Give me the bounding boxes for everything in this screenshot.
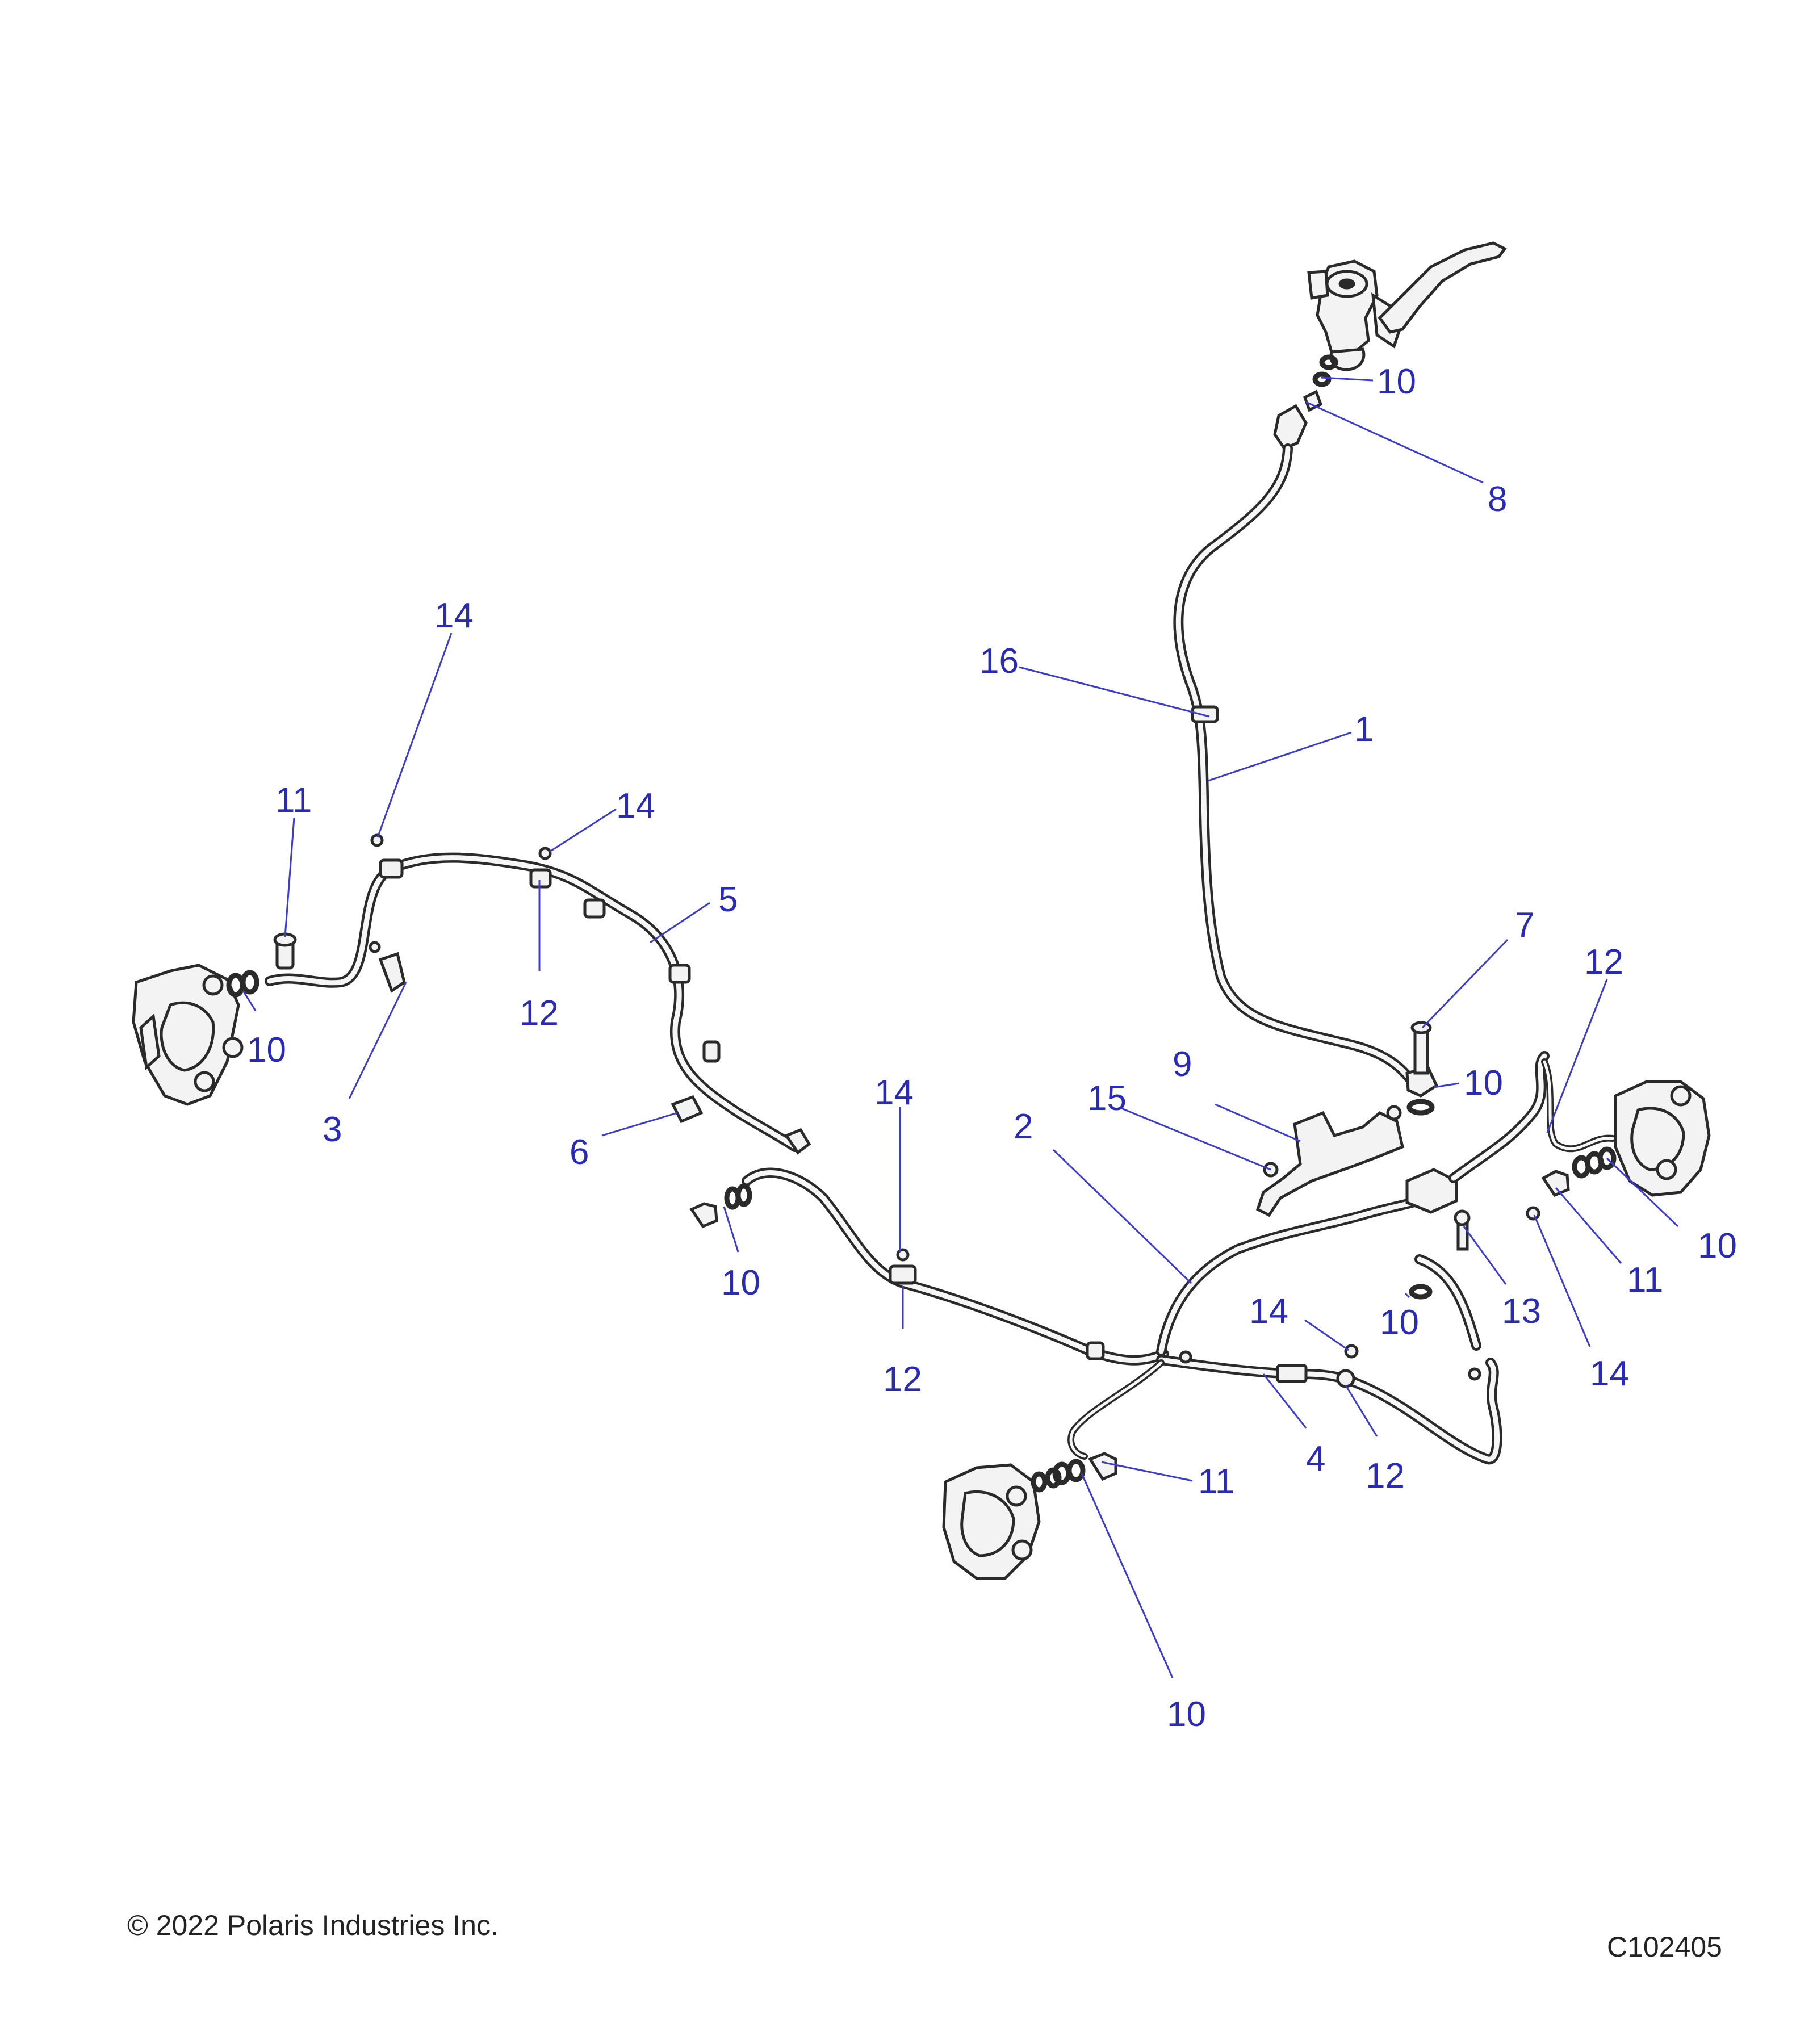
brake-lever — [1378, 241, 1507, 334]
callout-labels: 1 2 3 4 5 6 7 8 9 10 10 10 10 10 10 10 1… — [247, 362, 1737, 1734]
callout-12-center: 12 — [883, 1360, 922, 1399]
line-front-lower — [1067, 1359, 1165, 1460]
callout-10-bottom: 10 — [1167, 1695, 1206, 1734]
washers-center — [689, 1183, 752, 1229]
callout-12-lower: 12 — [1366, 1456, 1405, 1496]
brake-line-4 — [1156, 1355, 1502, 1465]
bracket-9 — [1255, 1111, 1404, 1217]
banjo-bolt-top — [1273, 389, 1323, 451]
clip-3 — [369, 941, 406, 993]
callout-10-rear: 10 — [1380, 1303, 1419, 1342]
callout-8: 8 — [1488, 480, 1507, 519]
screw-14-right — [1344, 1206, 1540, 1381]
figure-id: C102405 — [1607, 1931, 1722, 1963]
callout-11-left: 11 — [275, 781, 312, 820]
callout-15: 15 — [1087, 1079, 1127, 1118]
copyright-notice: © 2022 Polaris Industries Inc. — [127, 1909, 499, 1941]
callout-2: 2 — [1014, 1107, 1033, 1146]
washers-right — [1541, 1146, 1617, 1197]
callout-10-center: 10 — [721, 1263, 760, 1302]
callout-14-right: 14 — [1590, 1354, 1629, 1393]
callout-10-right: 10 — [1698, 1226, 1737, 1266]
clip-6 — [671, 1095, 704, 1124]
callout-14-rear: 14 — [1249, 1292, 1288, 1331]
callout-5: 5 — [718, 880, 738, 919]
caliper-right — [1614, 1080, 1711, 1197]
callout-10-left: 10 — [247, 1031, 286, 1070]
banjo-bolt-left — [273, 932, 297, 970]
brake-line-2 — [1156, 1193, 1430, 1356]
hose-13-rear — [1409, 1209, 1481, 1351]
callout-1: 1 — [1354, 710, 1374, 749]
washers-left — [226, 970, 259, 998]
callout-14-top-left: 14 — [434, 596, 474, 635]
caliper-front-lower — [942, 1463, 1041, 1580]
master-cylinder — [1307, 259, 1401, 371]
washers-front-lower — [1031, 1452, 1117, 1493]
caliper-left — [132, 964, 244, 1106]
callout-3: 3 — [323, 1110, 342, 1149]
callout-11-bottom: 11 — [1198, 1462, 1234, 1501]
callout-6: 6 — [570, 1133, 589, 1172]
callout-13: 13 — [1502, 1292, 1541, 1331]
brake-line-5 — [265, 852, 811, 1155]
brake-line-1 — [1173, 443, 1419, 1090]
callout-9: 9 — [1173, 1045, 1192, 1084]
callout-12-right: 12 — [1584, 943, 1623, 982]
callout-10-top: 10 — [1377, 362, 1416, 401]
junction-block — [1405, 1051, 1550, 1214]
callout-11-right: 11 — [1627, 1260, 1663, 1300]
callout-10-right-up: 10 — [1464, 1063, 1503, 1103]
brake-line-center — [742, 1167, 1169, 1366]
callout-12-left: 12 — [520, 994, 559, 1033]
callout-16: 16 — [979, 642, 1019, 681]
callout-14-left: 14 — [616, 786, 655, 826]
leader-lines — [242, 376, 1679, 1678]
callout-4: 4 — [1306, 1439, 1325, 1478]
screw-14-left — [370, 833, 552, 860]
line-right-caliper — [1541, 1058, 1616, 1153]
callout-14-center: 14 — [874, 1073, 914, 1112]
callout-7: 7 — [1515, 906, 1534, 945]
screw-14-mid — [896, 1248, 910, 1262]
washers-top — [1312, 354, 1338, 387]
banjo-bolt-7 — [1405, 1021, 1439, 1116]
